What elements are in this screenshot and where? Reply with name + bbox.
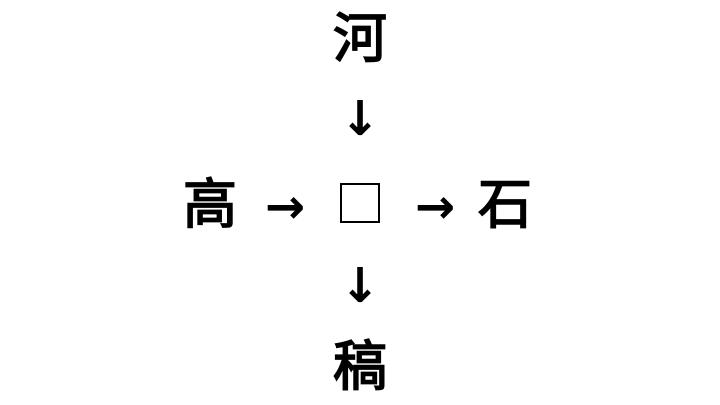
bottom-kanji: 稿 <box>333 335 387 398</box>
left-kanji: 高 <box>183 173 237 236</box>
right-arrow-icon-2: → <box>414 179 456 235</box>
right-arrow-icon: → <box>264 179 306 235</box>
answer-blank-box[interactable] <box>340 183 380 223</box>
down-arrow-icon-2: ↓ <box>339 258 381 314</box>
top-kanji: 河 <box>333 7 387 70</box>
down-arrow-icon: ↓ <box>339 91 381 147</box>
right-kanji: 石 <box>478 173 532 236</box>
